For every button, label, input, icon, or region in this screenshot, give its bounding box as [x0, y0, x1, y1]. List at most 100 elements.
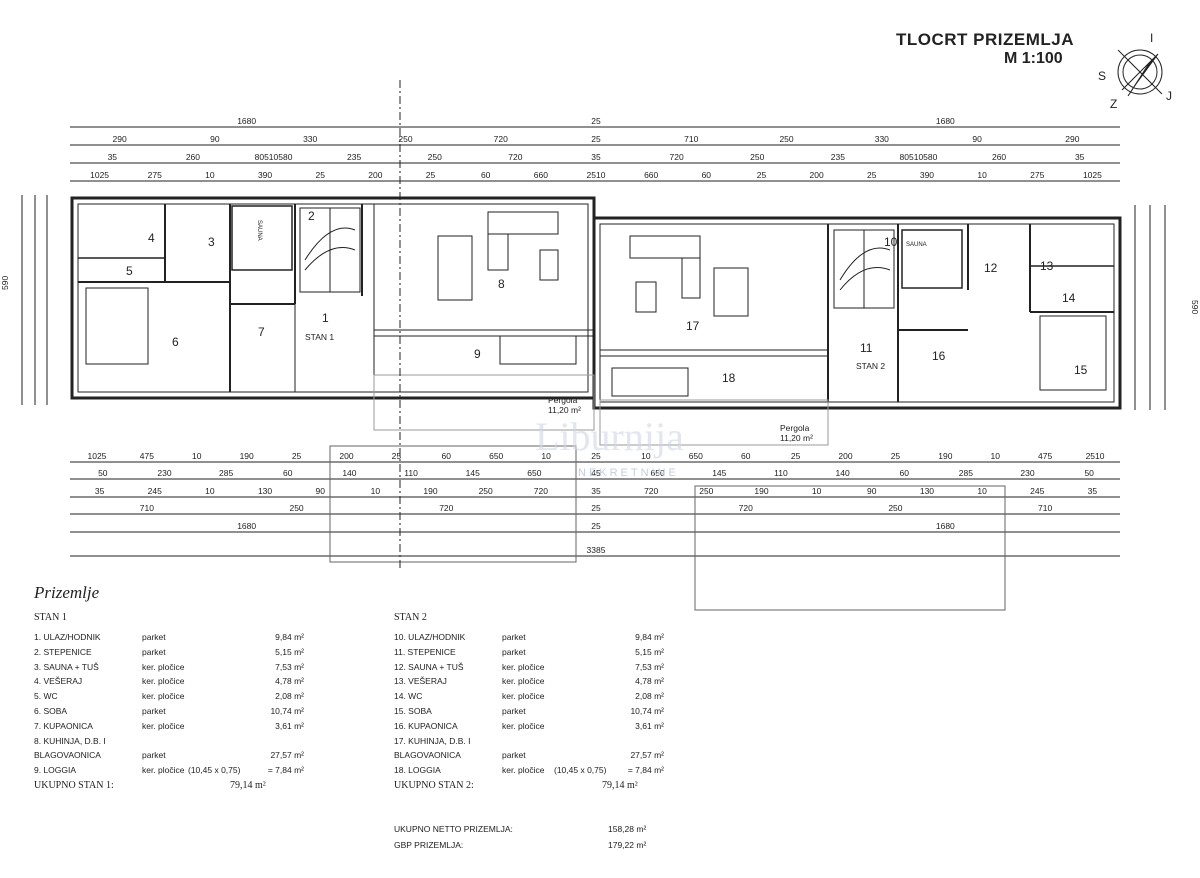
- room-number: 18: [722, 371, 736, 385]
- dim-label-top-3: 80510580: [900, 152, 938, 162]
- dim-label-top-3: 260: [992, 152, 1006, 162]
- room-material: ker. pločice: [502, 691, 545, 702]
- plan-title: TLOCRT PRIZEMLJA: [896, 30, 1074, 49]
- dim-label-bottom-1: 60: [442, 451, 452, 461]
- room-area-calc: (10,45 x 0,75): [554, 765, 607, 776]
- dining-table-stan1: [499, 335, 577, 365]
- pergola1-area: 11,20 m²: [548, 405, 581, 415]
- dim-label-bottom-1: 650: [689, 451, 703, 461]
- dim-label-bottom-3: 90: [867, 486, 877, 496]
- watermark-text: Liburnija: [535, 414, 684, 459]
- stan2-total: UKUPNO STAN 2: 79,14 m²: [394, 780, 694, 794]
- room-material: parket: [502, 646, 526, 657]
- room-area: 3,61 m²: [275, 720, 304, 731]
- stan2-label: STAN 2: [856, 361, 885, 371]
- room-material: parket: [142, 750, 166, 761]
- dim-label-bottom-4: 720: [739, 503, 753, 513]
- dim-label-bottom-1: 25: [791, 451, 801, 461]
- compass-letter-s: S: [1098, 69, 1106, 83]
- stan1-label: STAN 1: [305, 332, 334, 342]
- dining-table-stan2: [611, 367, 689, 397]
- room-material: parket: [502, 632, 526, 642]
- dim-label-top-4: 275: [148, 170, 162, 180]
- sauna-stan1: [231, 205, 293, 271]
- dim-label-top-4: 1025: [1083, 170, 1102, 180]
- summary-gbp-label: GBP PRIZEMLJA:: [394, 840, 464, 850]
- room-number: 17: [686, 319, 700, 333]
- room-material: parket: [502, 750, 526, 761]
- room-number: 15: [1074, 363, 1088, 377]
- room-name: 10. ULAZ/HODNIK: [394, 632, 466, 642]
- room-area: 2,08 m²: [635, 691, 664, 702]
- dim-label-bottom-4: 25: [591, 503, 601, 513]
- dim-label-top-3: 80510580: [255, 152, 293, 162]
- dim-label-bottom-1: 475: [140, 451, 154, 461]
- dim-label-top-3: 35: [108, 152, 118, 162]
- sauna-stan2: [901, 229, 963, 289]
- dim-label-bottom-2: 50: [1084, 468, 1094, 478]
- compass-letter-i: I: [1150, 31, 1153, 45]
- summary-netto-value: 158,28 m²: [608, 824, 647, 834]
- dim-label-bottom-5: 25: [591, 521, 601, 531]
- pergola2-label: Pergola: [780, 423, 810, 433]
- stan1-total: UKUPNO STAN 1: 79,14 m²: [34, 780, 334, 794]
- dim-label-top-1: 1680: [936, 116, 955, 126]
- dim-label-bottom-1: 1025: [87, 451, 106, 461]
- dim-label-top-2: 250: [398, 134, 412, 144]
- room-material: ker. pločice: [502, 661, 545, 672]
- dim-label-top-3: 260: [186, 152, 200, 162]
- room-material: ker. pločice: [142, 691, 185, 702]
- bed-stan1: [85, 287, 149, 365]
- room-name: 8. KUHINJA, D.B. I: [34, 735, 106, 746]
- room-area: 27,57 m²: [630, 750, 664, 761]
- room-material: ker. pločice: [142, 676, 185, 687]
- dim-label-top-2: 90: [972, 134, 982, 144]
- room-area: 7,53 m²: [275, 661, 304, 672]
- pergola1-label: Pergola: [548, 395, 578, 405]
- stan1-table-header: STAN 1: [34, 612, 67, 623]
- dim-label-bottom-2: 140: [835, 468, 849, 478]
- plan-scale: M 1:100: [1004, 50, 1063, 67]
- dim-label-bottom-1: 10: [991, 451, 1001, 461]
- dim-label-bottom-2: 60: [283, 468, 293, 478]
- dim-label-bottom-1: 2510: [1086, 451, 1105, 461]
- room-name: 7. KUPAONICA: [34, 720, 93, 731]
- dim-label-top-2: 330: [303, 134, 317, 144]
- dim-label-top-3: 250: [428, 152, 442, 162]
- pergola2-area: 11,20 m²: [780, 433, 813, 443]
- dim-label-bottom-3: 720: [644, 486, 658, 496]
- dim-label-bottom-1: 25: [891, 451, 901, 461]
- dim-label-bottom-2: 230: [157, 468, 171, 478]
- stan2-outer-wall: [592, 216, 1122, 410]
- dim-label-bottom-4: 720: [439, 503, 453, 513]
- dim-label-top-1: 25: [591, 116, 601, 126]
- dim-label-top-4: 200: [368, 170, 382, 180]
- room-area: 5,15 m²: [275, 646, 304, 657]
- dim-label-bottom-2: 50: [98, 468, 108, 478]
- dim-label-bottom-3: 35: [591, 486, 601, 496]
- dim-label-bottom-1: 475: [1038, 451, 1052, 461]
- dim-label-bottom-3: 720: [534, 486, 548, 496]
- left-total-dim: 590: [0, 276, 10, 290]
- room-name: 5. WC: [34, 691, 58, 702]
- dim-label-bottom-5: 1680: [936, 521, 955, 531]
- room-area: 10,74 m²: [270, 706, 304, 716]
- room-name: 14. WC: [394, 691, 423, 702]
- dim-label-bottom-1: 25: [392, 451, 402, 461]
- stan1-total-value: 79,14 m²: [230, 780, 266, 791]
- room-number: 12: [984, 261, 998, 275]
- room-name: 11. STEPENICE: [394, 646, 456, 657]
- dim-label-bottom-3: 35: [1088, 486, 1098, 496]
- dim-label-bottom-2: 650: [651, 468, 665, 478]
- room-name: 2. STEPENICE: [34, 646, 92, 657]
- dim-label-top-3: 720: [670, 152, 684, 162]
- dim-label-top-4: 25: [757, 170, 767, 180]
- dim-label-bottom-1: 200: [838, 451, 852, 461]
- dim-label-bottom-1: 10: [541, 451, 551, 461]
- terrace-stan1: [329, 445, 577, 563]
- room-number: 6: [172, 335, 179, 349]
- room-material: ker. pločice: [142, 765, 185, 776]
- dim-label-bottom-4: 250: [289, 503, 303, 513]
- dim-label-bottom-2: 285: [959, 468, 973, 478]
